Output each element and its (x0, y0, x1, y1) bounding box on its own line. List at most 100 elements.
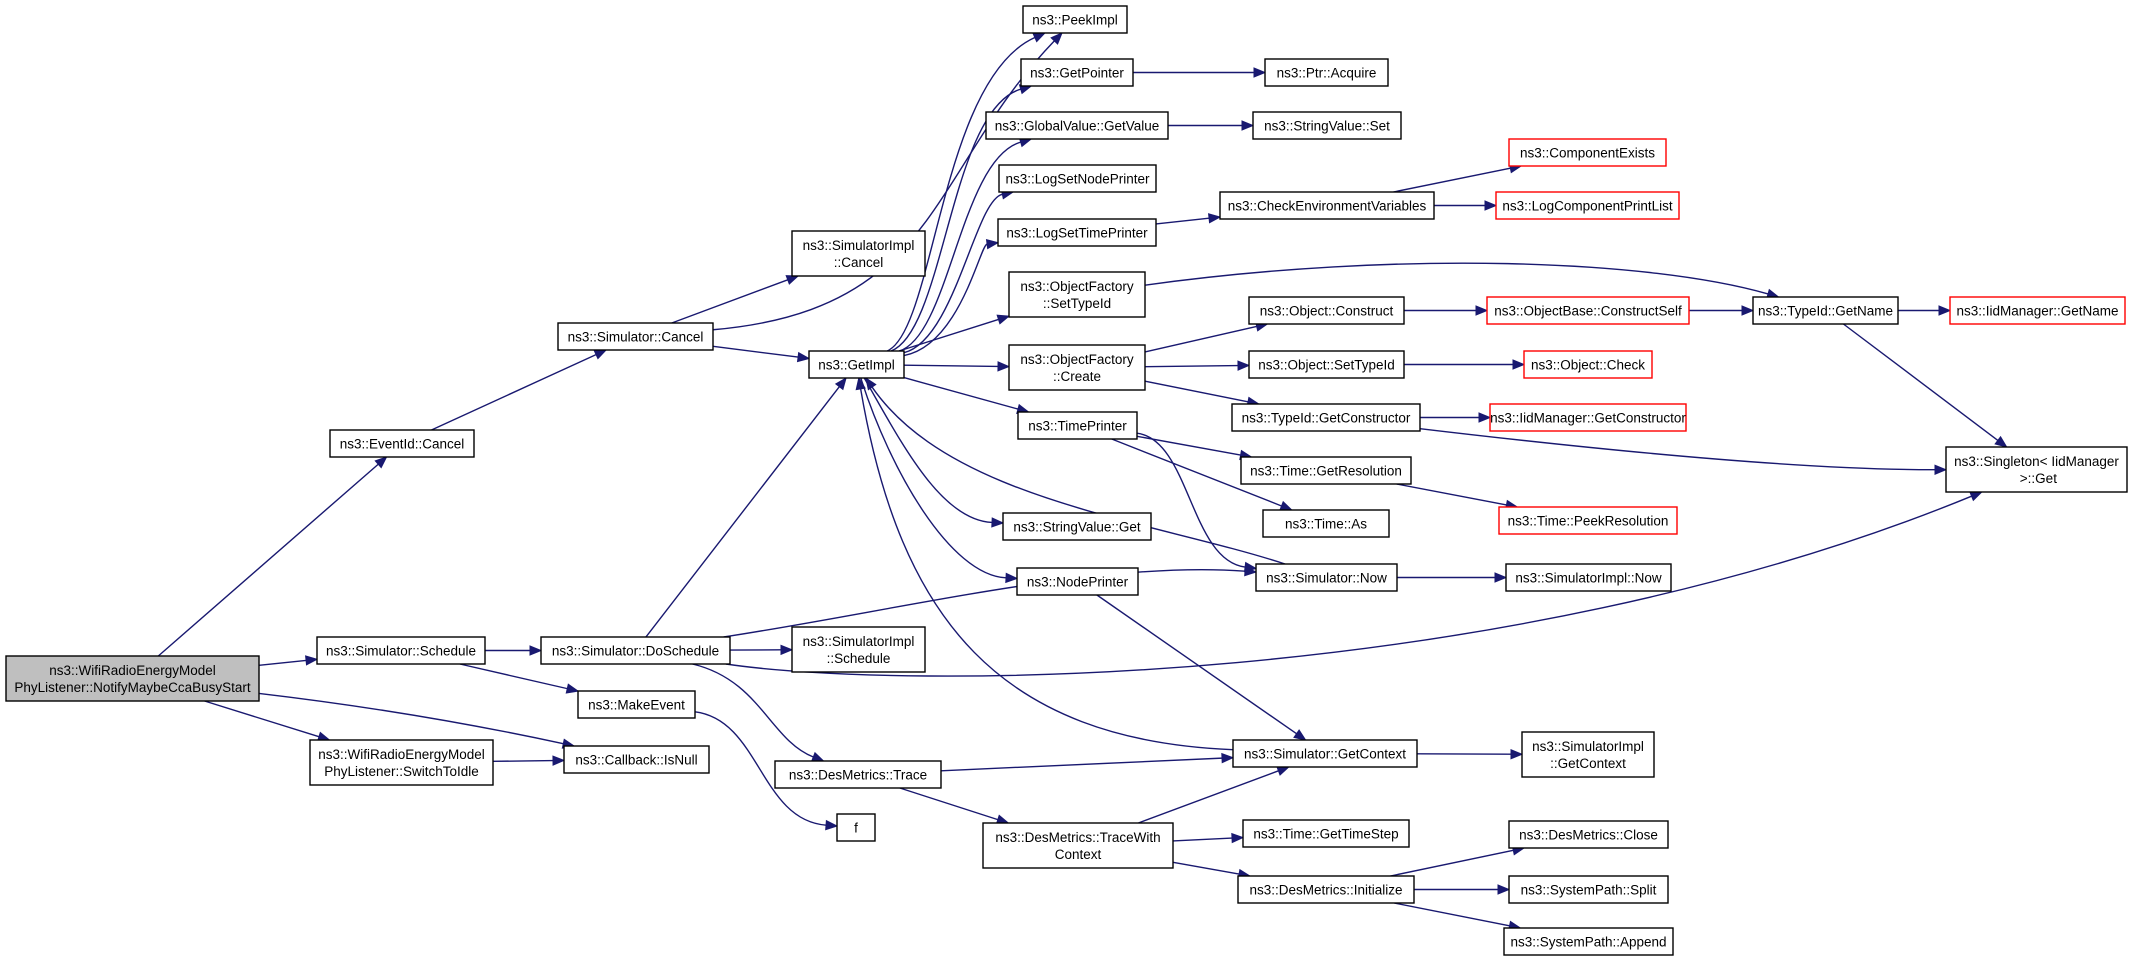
node-iidmanager-getname[interactable]: ns3::IidManager::GetName (1949, 296, 2126, 325)
node-f[interactable]: f (836, 813, 876, 842)
node-box (997, 218, 1157, 247)
edge-desmetrics-tracewithcontext-to-time-gettimestep (1172, 832, 1245, 844)
node-box (836, 813, 876, 842)
node-simimpl-cancel[interactable]: ns3::SimulatorImpl::Cancel (791, 230, 926, 277)
arrowhead-icon (1741, 305, 1755, 316)
node-systempath-append[interactable]: ns3::SystemPath::Append (1503, 927, 1674, 956)
node-label: ns3::ObjectBase::ConstructSelf (1494, 304, 1682, 319)
node-label: ns3::Simulator::Schedule (326, 644, 476, 659)
node-systempath-split[interactable]: ns3::SystemPath::Split (1508, 875, 1669, 904)
node-box (316, 636, 486, 665)
node-desmetrics-initialize[interactable]: ns3::DesMetrics::Initialize (1237, 875, 1415, 904)
node-label: ns3::ComponentExists (1520, 146, 1655, 161)
node-sim-now[interactable]: ns3::Simulator::Now (1255, 563, 1398, 592)
node-stringvalue-get[interactable]: ns3::StringValue::Get (1002, 512, 1152, 541)
node-simimpl-now[interactable]: ns3::SimulatorImpl::Now (1505, 563, 1672, 592)
node-label: ::Cancel (834, 255, 884, 270)
edge-line (903, 376, 1019, 410)
node-root[interactable]: ns3::WifiRadioEnergyModelPhyListener::No… (5, 655, 260, 702)
edge-line (863, 377, 993, 524)
node-box (1231, 403, 1421, 432)
edge-line (1144, 262, 1769, 295)
node-time-getresolution[interactable]: ns3::Time::GetResolution (1240, 456, 1412, 485)
edge-sim-cancel-to-simimpl-cancel (671, 275, 800, 324)
edge-sim-doschedule-to-desmetrics-trace (692, 663, 825, 762)
node-logcomponentprintlist[interactable]: ns3::LogComponentPrintList (1495, 191, 1680, 220)
node-label: ns3::Simulator::DoSchedule (552, 644, 719, 659)
arrowhead-icon (1241, 120, 1255, 131)
node-typeid-getconstructor[interactable]: ns3::TypeId::GetConstructor (1231, 403, 1421, 432)
edge-getimpl-to-nodeprinter (860, 377, 1019, 584)
node-peekimpl[interactable]: ns3::PeekImpl (1022, 5, 1128, 34)
node-componentexists[interactable]: ns3::ComponentExists (1508, 138, 1667, 167)
node-desmetrics-trace[interactable]: ns3::DesMetrics::Trace (774, 760, 942, 789)
node-box (329, 429, 475, 458)
node-label: ns3::Simulator::Cancel (568, 330, 704, 345)
node-label: ns3::LogComponentPrintList (1502, 199, 1673, 214)
node-object-check[interactable]: ns3::Object::Check (1523, 350, 1653, 379)
edge-switchtoidle-to-callback-isnull (492, 755, 566, 766)
node-sim-schedule[interactable]: ns3::Simulator::Schedule (316, 636, 486, 665)
node-callback-isnull[interactable]: ns3::Callback::IsNull (563, 745, 710, 774)
edge-line (1144, 380, 1249, 403)
edge-timeprinter-to-time-as (1111, 438, 1293, 511)
node-objectbase-constructself[interactable]: ns3::ObjectBase::ConstructSelf (1486, 296, 1690, 325)
node-box (791, 230, 926, 277)
node-box (1523, 350, 1653, 379)
node-box (1248, 350, 1405, 379)
node-typeid-getname[interactable]: ns3::TypeId::GetName (1752, 296, 1899, 325)
node-object-construct[interactable]: ns3::Object::Construct (1248, 296, 1405, 325)
node-logsettimeprinter[interactable]: ns3::LogSetTimePrinter (997, 218, 1157, 247)
node-box (1945, 446, 2128, 493)
arrowhead-icon (1510, 748, 1524, 760)
node-checkenvvars[interactable]: ns3::CheckEnvironmentVariables (1219, 191, 1435, 220)
edge-line (492, 759, 554, 763)
edge-sim-schedule-to-makeevent (459, 663, 580, 694)
node-box (1020, 58, 1134, 87)
edge-sim-cancel-to-getimpl (712, 345, 811, 363)
node-box (1508, 820, 1669, 849)
node-objfactory-settypeid[interactable]: ns3::ObjectFactory::SetTypeId (1008, 271, 1146, 318)
node-time-gettimestep[interactable]: ns3::Time::GetTimeStep (1242, 819, 1410, 848)
arrowhead-icon (1221, 752, 1235, 764)
node-box (1752, 296, 1899, 325)
node-eventid-cancel[interactable]: ns3::EventId::Cancel (329, 429, 475, 458)
edge-line (940, 757, 1223, 772)
node-logsetnodeprinter[interactable]: ns3::LogSetNodePrinter (998, 164, 1157, 193)
node-switchtoidle[interactable]: ns3::WifiRadioEnergyModelPhyListener::Sw… (309, 739, 494, 786)
edge-checkenvvars-to-logcomponentprintlist (1433, 200, 1498, 211)
node-getpointer[interactable]: ns3::GetPointer (1020, 58, 1134, 87)
node-sim-cancel[interactable]: ns3::Simulator::Cancel (557, 322, 714, 351)
edge-line (1394, 902, 1510, 927)
node-singleton-get[interactable]: ns3::Singleton< IidManager >::Get (1945, 446, 2128, 493)
edge-nodeprinter-to-sim-getcontext (1096, 594, 1307, 741)
node-box (998, 164, 1157, 193)
node-makeevent[interactable]: ns3::MakeEvent (577, 690, 696, 719)
node-simimpl-getcontext[interactable]: ns3::SimulatorImpl::GetContext (1521, 731, 1655, 778)
node-objfactory-create[interactable]: ns3::ObjectFactory::Create (1008, 344, 1146, 391)
node-time-peekresolution[interactable]: ns3::Time::PeekResolution (1498, 506, 1678, 535)
node-getimpl[interactable]: ns3::GetImpl (808, 350, 905, 379)
node-stringvalue-set[interactable]: ns3::StringValue::Set (1252, 111, 1402, 140)
edge-sim-schedule-to-sim-doschedule (485, 645, 543, 656)
node-simimpl-schedule[interactable]: ns3::SimulatorImpl::Schedule (791, 626, 926, 673)
node-sim-getcontext[interactable]: ns3::Simulator::GetContext (1232, 739, 1418, 768)
node-box (1495, 191, 1680, 220)
node-label: ns3::Time::GetTimeStep (1253, 827, 1398, 842)
node-label: ns3::IidManager::GetConstructor (1490, 411, 1686, 426)
node-box (557, 322, 714, 351)
node-iidmanager-getconstructor[interactable]: ns3::IidManager::GetConstructor (1489, 403, 1687, 432)
node-sim-doschedule[interactable]: ns3::Simulator::DoSchedule (540, 636, 731, 665)
node-desmetrics-close[interactable]: ns3::DesMetrics::Close (1508, 820, 1669, 849)
node-nodeprinter[interactable]: ns3::NodePrinter (1016, 567, 1139, 596)
arrowhead-icon (565, 683, 580, 694)
node-box (1002, 512, 1152, 541)
node-box (1489, 403, 1687, 432)
node-time-as[interactable]: ns3::Time::As (1262, 509, 1390, 538)
node-object-settypeid[interactable]: ns3::Object::SetTypeId (1248, 350, 1405, 379)
node-ptr-acquire[interactable]: ns3::Ptr::Acquire (1264, 58, 1389, 87)
node-globalvalue-getvalue[interactable]: ns3::GlobalValue::GetValue (985, 111, 1169, 140)
node-timeprinter[interactable]: ns3::TimePrinter (1017, 411, 1138, 440)
